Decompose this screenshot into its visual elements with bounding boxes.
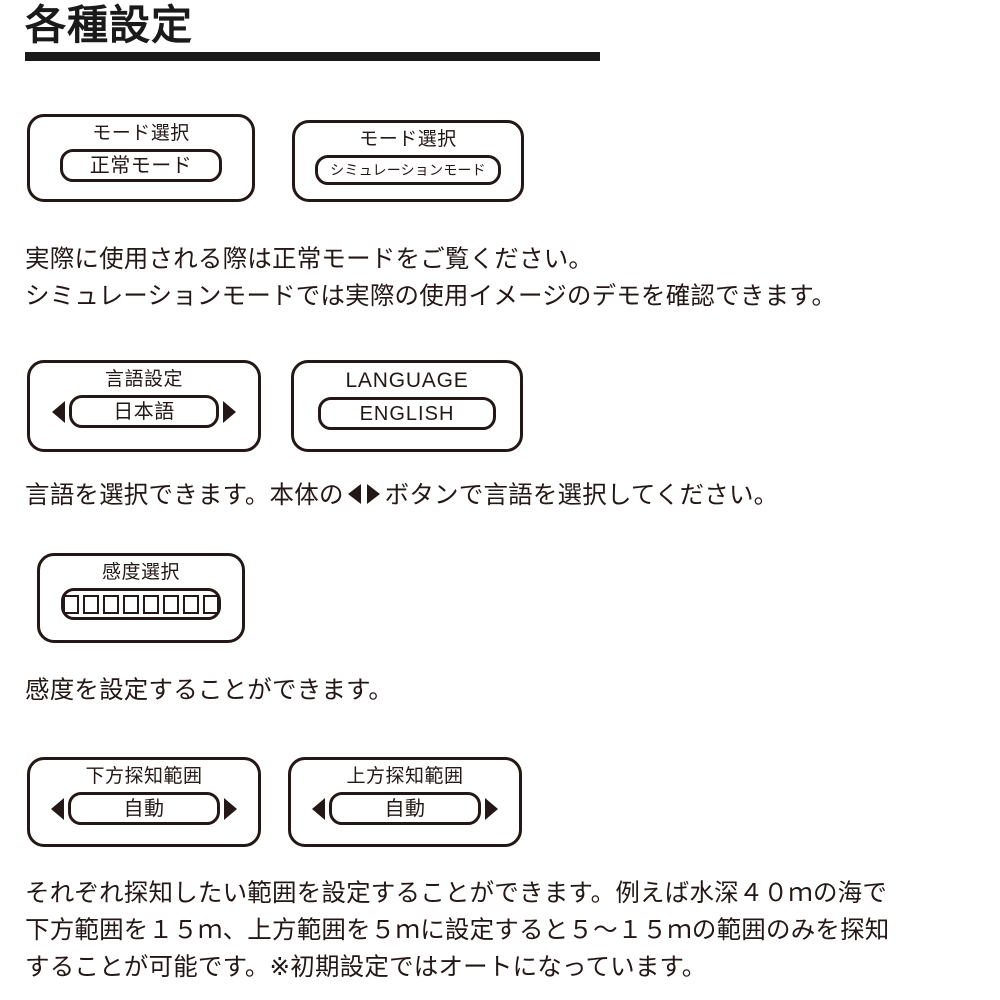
panel-value-text: 自動 (384, 797, 426, 820)
panel-label: 感度選択 (101, 562, 180, 583)
panel-mode-select-simulation[interactable]: モード選択 シミュレーションモード (292, 120, 524, 202)
sensitivity-segment (183, 594, 199, 614)
description-sensitivity: 感度を設定することができます。 (25, 677, 394, 704)
arrow-left-icon[interactable] (312, 797, 325, 820)
panel-value-row (40, 588, 242, 620)
arrow-right-icon[interactable] (223, 400, 236, 423)
panel-label: 上方探知範囲 (346, 766, 464, 787)
panel-value-box[interactable]: シミュレーションモード (315, 155, 501, 185)
panel-value-row: 日本語 (30, 395, 258, 428)
sensitivity-segment (203, 594, 219, 614)
panel-lower-detection-range[interactable]: 下方探知範囲 自動 (27, 757, 261, 847)
panel-value-text: ENGLISH (359, 402, 455, 425)
description-detection-range: それぞれ探知したい範囲を設定することができます。例えば水深４０ｍの海で 下方範囲… (25, 880, 890, 981)
page-title-block: 各種設定 (25, 2, 193, 48)
sensitivity-segment (103, 594, 119, 614)
panel-value-text: 正常モード (89, 154, 193, 177)
panel-value-box[interactable]: 自動 (329, 792, 481, 825)
panel-value-text: 自動 (123, 797, 165, 820)
description-language-after: ボタンで言語を選択してください。 (384, 482, 779, 509)
sensitivity-segment (63, 594, 79, 614)
panel-value-box[interactable]: 自動 (68, 792, 220, 825)
arrow-left-icon[interactable] (52, 400, 65, 423)
panel-value-row: 正常モード (30, 149, 252, 182)
description-language: 言語を選択できます。本体の ボタンで言語を選択してください。 (25, 477, 975, 514)
sensitivity-segment (123, 594, 139, 614)
panel-sensitivity-select[interactable]: 感度選択 (37, 553, 245, 643)
panel-value-box[interactable]: ENGLISH (318, 397, 496, 430)
panel-label: モード選択 (92, 123, 190, 144)
panel-language-japanese[interactable]: 言語設定 日本語 (27, 360, 261, 452)
sensitivity-segment (143, 594, 159, 614)
arrow-right-icon[interactable] (485, 797, 498, 820)
sensitivity-gauge[interactable] (61, 588, 221, 620)
panel-label: モード選択 (359, 129, 457, 150)
page-title: 各種設定 (25, 2, 193, 48)
panel-label: 言語設定 (104, 369, 183, 390)
panel-value-row: 自動 (291, 792, 519, 825)
title-underline-rule (25, 52, 600, 61)
panel-value-text: 日本語 (113, 400, 175, 423)
panel-value-box[interactable]: 正常モード (60, 149, 222, 182)
panel-value-box[interactable]: 日本語 (69, 395, 219, 428)
arrow-right-icon-inline (366, 484, 380, 504)
description-language-before: 言語を選択できます。本体の (25, 482, 344, 509)
arrow-left-icon-inline (347, 484, 361, 504)
arrow-left-icon[interactable] (51, 797, 64, 820)
sensitivity-segment-group (63, 594, 219, 614)
panel-label: LANGUAGE (345, 369, 469, 392)
panel-mode-select-normal[interactable]: モード選択 正常モード (27, 114, 255, 202)
panel-value-row: 自動 (30, 792, 258, 825)
panel-upper-detection-range[interactable]: 上方探知範囲 自動 (288, 757, 522, 847)
panel-value-row: ENGLISH (294, 397, 520, 430)
sensitivity-segment (163, 594, 179, 614)
arrow-right-icon[interactable] (224, 797, 237, 820)
panel-value-row: シミュレーションモード (295, 155, 521, 185)
sensitivity-segment (83, 594, 99, 614)
description-mode-select: 実際に使用される際は正常モードをご覧ください。 シミュレーションモードでは実際の… (25, 246, 837, 310)
panel-value-text: シミュレーションモード (330, 162, 486, 178)
panel-language-english[interactable]: LANGUAGE ENGLISH (291, 360, 523, 452)
panel-label: 下方探知範囲 (85, 766, 203, 787)
